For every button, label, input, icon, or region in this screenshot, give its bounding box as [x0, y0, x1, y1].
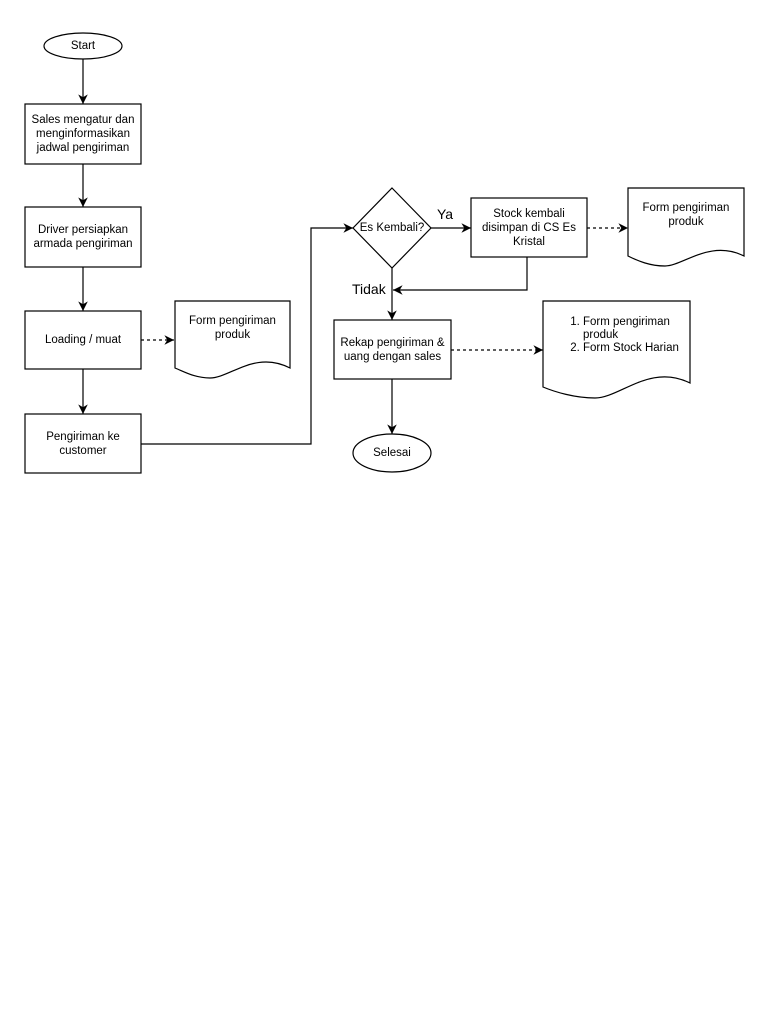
sales-process — [24, 103, 142, 165]
form-document-2-label: Form pengiriman produk — [642, 202, 730, 228]
form-list-document — [542, 300, 691, 399]
arrow-pengiriman-to-decision — [141, 223, 353, 445]
selesai-label: Selesai — [373, 447, 411, 459]
form-document-2 — [627, 187, 745, 267]
rekap-label: Rekap pengiriman & uang dengan sales — [340, 336, 445, 363]
form-list: Form pengiriman produk Form Stock Harian — [545, 316, 691, 355]
form-document-1-label: Form pengiriman produk — [189, 315, 276, 341]
edge-label-yes: Ya — [437, 206, 454, 222]
form-list-item: Form pengiriman produk — [583, 316, 691, 342]
stock-label: Stock kembali disimpan di CS Es Kristal — [482, 207, 576, 248]
arrow-stock-to-merge — [393, 257, 528, 295]
edge-label-no: Tidak — [352, 281, 386, 297]
driver-label: Driver persiapkan armada pengiriman — [33, 224, 133, 250]
sales-label: Sales mengatur dan menginformasikan jadw… — [31, 114, 135, 154]
loading-process — [24, 310, 142, 370]
pengiriman-label: Pengiriman ke customer — [46, 430, 120, 457]
form-list-item: Form Stock Harian — [583, 342, 691, 355]
pengiriman-process — [24, 413, 142, 474]
decision-label: Es Kembali? — [359, 222, 425, 234]
loading-label: Loading / muat — [44, 334, 122, 346]
form-document-1 — [174, 300, 291, 379]
start-label: Start — [70, 40, 96, 52]
